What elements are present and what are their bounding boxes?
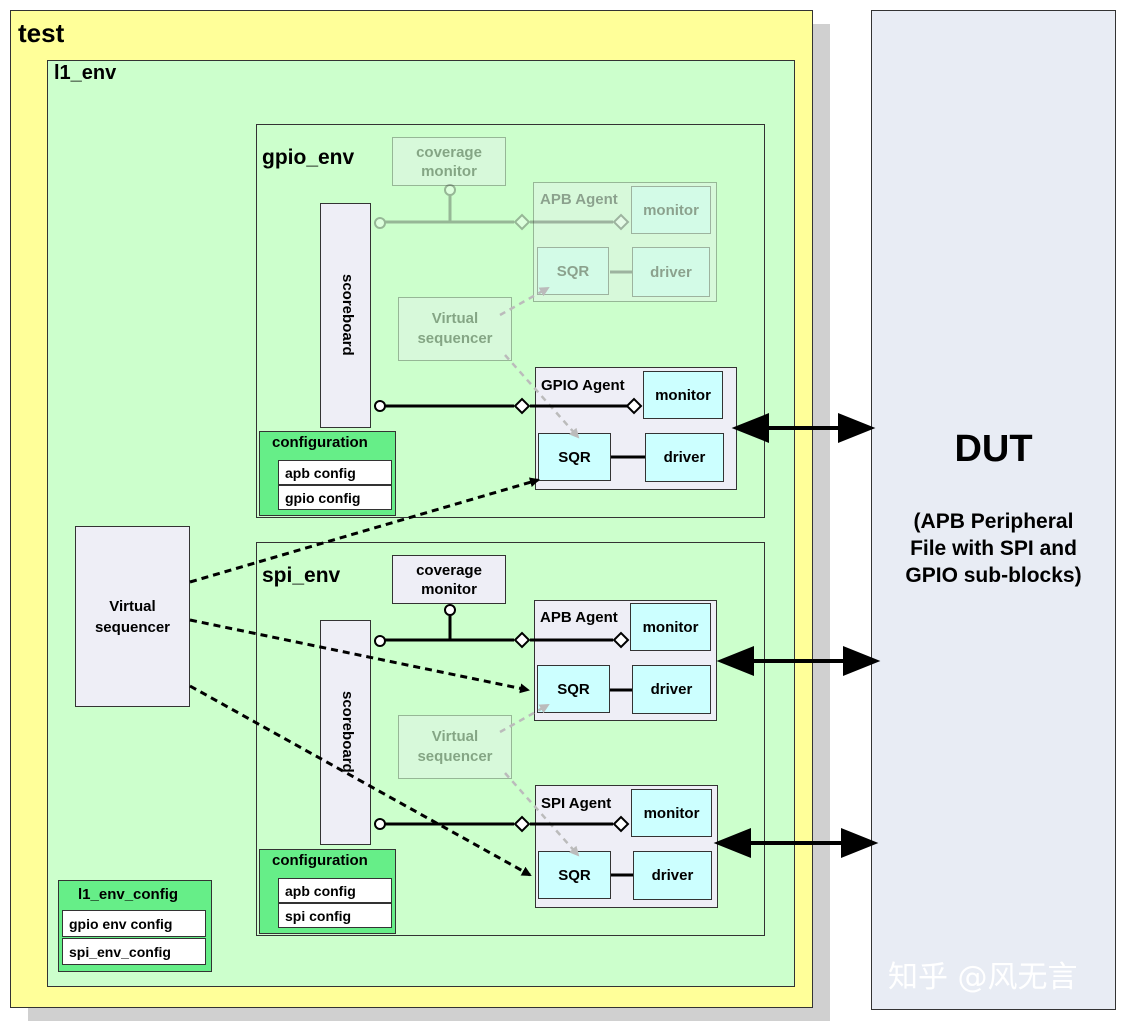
spi-configuration-label: configuration bbox=[272, 852, 368, 869]
l1-config-spi-env: spi_env_config bbox=[62, 938, 206, 965]
gpio-agent-links bbox=[374, 397, 645, 459]
l1-config-gpio-env: gpio env config bbox=[62, 910, 206, 937]
spi-agent-sqr: SQR bbox=[538, 851, 611, 899]
test-label: test bbox=[18, 18, 65, 48]
spi-agent-label: SPI Agent bbox=[541, 795, 612, 812]
gpio-apb-monitor: monitor bbox=[631, 186, 711, 234]
gpio-config-gpio: gpio config bbox=[278, 485, 392, 510]
dut-links bbox=[713, 413, 881, 858]
gpio-apb-driver: driver bbox=[632, 247, 710, 297]
spi-apb-monitor: monitor bbox=[630, 603, 711, 651]
spi-apb-driver: driver bbox=[632, 665, 711, 714]
spi-scoreboard: scoreboard bbox=[320, 620, 371, 845]
spi-agent-monitor: monitor bbox=[631, 789, 712, 837]
l1-env-label: l1_env bbox=[54, 62, 117, 84]
gpio-scoreboard: scoreboard bbox=[320, 203, 371, 428]
gpio-agent-monitor: monitor bbox=[643, 371, 723, 419]
gpio-faded-links bbox=[374, 184, 632, 274]
gpio-coverage-monitor: coverage monitor bbox=[392, 137, 506, 186]
l1-env-config-label: l1_env_config bbox=[78, 886, 179, 903]
gpio-agent-sqr: SQR bbox=[538, 433, 611, 481]
gpio-apb-agent-label: APB Agent bbox=[540, 191, 618, 208]
dut-box bbox=[871, 10, 1116, 1010]
gpio-agent-label: GPIO Agent bbox=[541, 377, 625, 394]
gpio-configuration-label: configuration bbox=[272, 434, 368, 451]
spi-env-label: spi_env bbox=[262, 564, 341, 587]
spi-agent-driver: driver bbox=[633, 851, 712, 900]
virtual-sequencer-links bbox=[189, 477, 540, 877]
gpio-faded-dashed bbox=[499, 286, 580, 439]
spi-virtual-sequencer: Virtual sequencer bbox=[398, 715, 512, 779]
spi-agent-links bbox=[374, 815, 633, 877]
watermark: 知乎 @风无言 bbox=[888, 960, 1078, 995]
dut-subtitle: (APB Peripheral File with SPI and GPIO s… bbox=[905, 510, 1082, 587]
gpio-agent-driver: driver bbox=[645, 433, 724, 482]
gpio-config-apb: apb config bbox=[278, 460, 392, 485]
gpio-apb-sqr: SQR bbox=[537, 247, 609, 295]
virtual-sequencer: Virtual sequencer bbox=[75, 526, 190, 707]
spi-apb-agent-label: APB Agent bbox=[540, 609, 618, 626]
gpio-env-label: gpio_env bbox=[262, 146, 355, 169]
dut-title: DUT bbox=[954, 428, 1033, 470]
spi-coverage-monitor: coverage monitor bbox=[392, 555, 506, 604]
spi-faded-dashed bbox=[499, 703, 580, 857]
gpio-apb-agent bbox=[533, 182, 717, 302]
gpio-virtual-sequencer: Virtual sequencer bbox=[398, 297, 512, 361]
spi-apb-links bbox=[374, 604, 632, 692]
spi-config-spi: spi config bbox=[278, 903, 392, 928]
spi-config-apb: apb config bbox=[278, 878, 392, 903]
